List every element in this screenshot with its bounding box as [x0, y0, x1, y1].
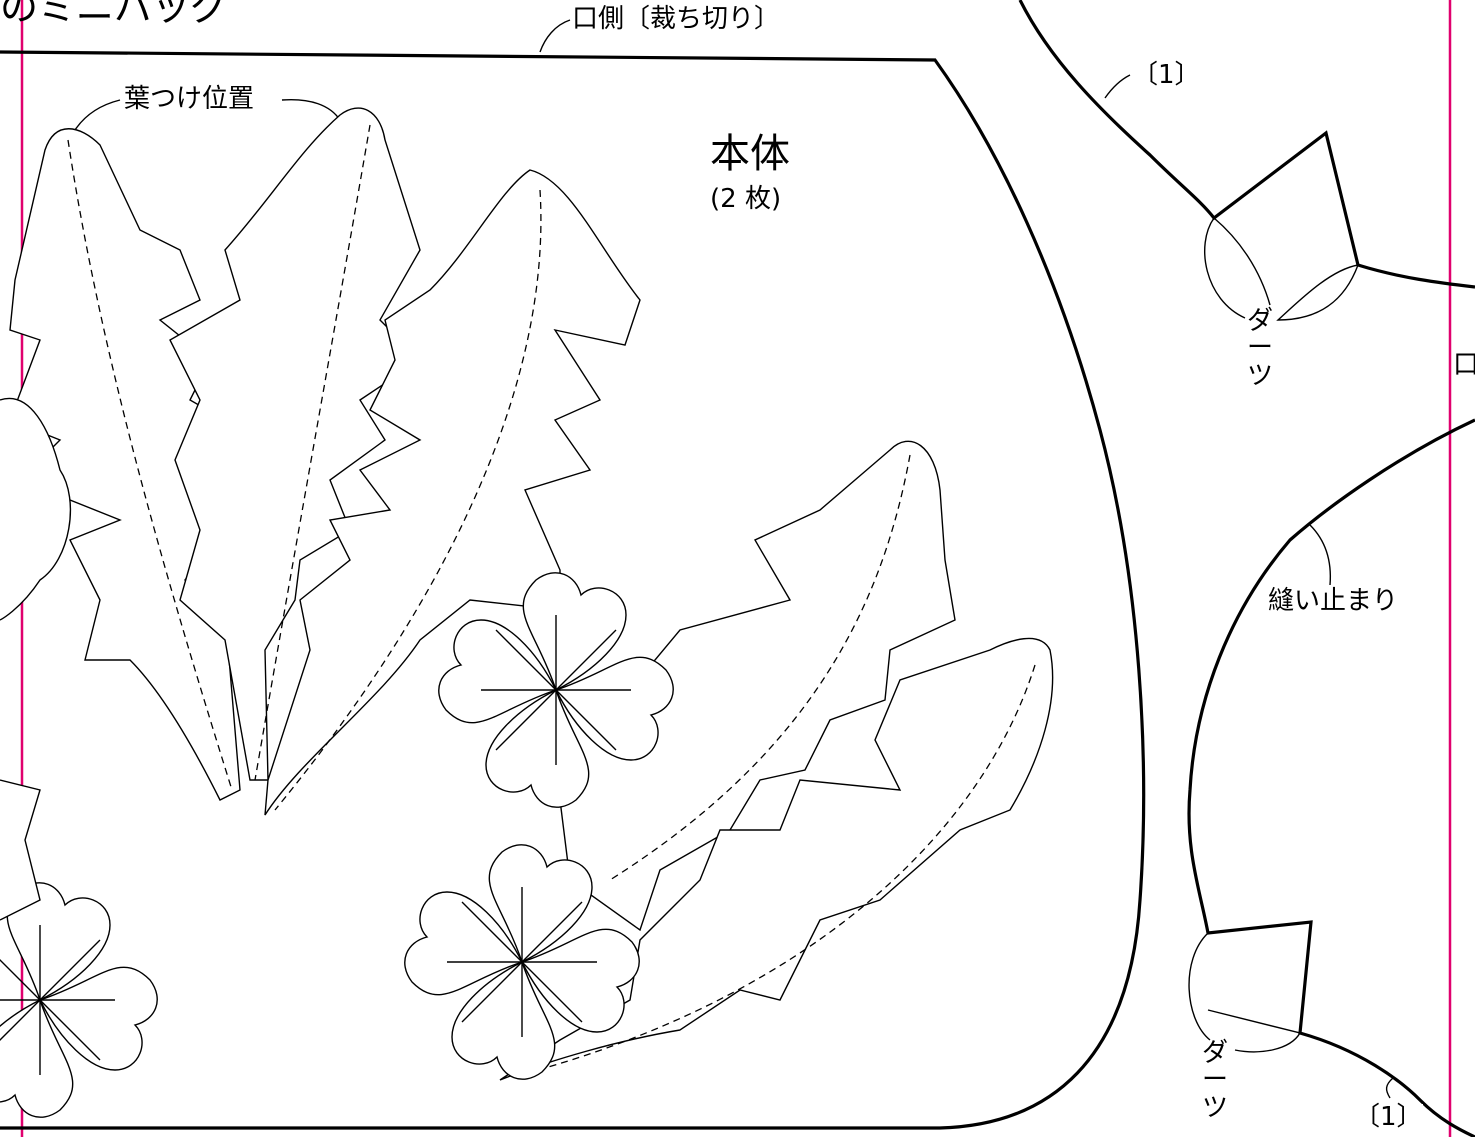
leaf-5-midrib	[519, 664, 1036, 1076]
label-leaf-position: 葉つけ位置	[124, 84, 255, 114]
leader-leaf-position-left	[74, 99, 121, 131]
clover-partial-left	[0, 397, 72, 621]
partial-title: のミニバッグ	[0, 0, 229, 29]
label-dart-bottom: ダーツ	[1201, 1038, 1228, 1123]
leaf-2	[169, 107, 422, 781]
piece-name: 本体	[710, 131, 790, 177]
leaf-4	[544, 440, 956, 932]
leader-seam-bottom	[1385, 1077, 1394, 1099]
leader-mouth-side	[539, 19, 571, 53]
leaf-3-midrib	[274, 189, 542, 811]
label-seam-allowance-top: 〔1〕	[1132, 60, 1201, 90]
leader-seam-top	[1104, 74, 1131, 99]
label-dart-top: ダーツ	[1246, 306, 1273, 391]
clover-3	[0, 882, 158, 1118]
clover-2	[404, 844, 640, 1080]
label-mouth-side: 口側〔裁ち切り〕	[572, 4, 781, 34]
clover-1	[438, 572, 674, 808]
body-outline	[0, 50, 1146, 1130]
dart-top-arc	[1204, 217, 1359, 321]
label-edge-partial: 口	[1453, 352, 1475, 378]
side-piece-lower-outline	[1187, 418, 1475, 1137]
leaf-2-midrib	[254, 124, 371, 781]
label-seam-allowance-bottom: 〔1〕	[1354, 1102, 1423, 1132]
leader-sew-stop	[1309, 524, 1332, 586]
leaf-partial-left	[0, 779, 41, 921]
leader-leaf-position-right	[281, 98, 341, 121]
leaf-4-midrib	[609, 454, 911, 881]
label-sew-stop: 縫い止まり	[1268, 586, 1399, 616]
leaf-3	[264, 169, 641, 816]
dart-bottom-arc	[1188, 932, 1302, 1053]
side-piece-outline	[1018, 0, 1475, 289]
leaf-1-midrib	[67, 139, 233, 791]
piece-quantity: (2 枚)	[710, 184, 782, 214]
